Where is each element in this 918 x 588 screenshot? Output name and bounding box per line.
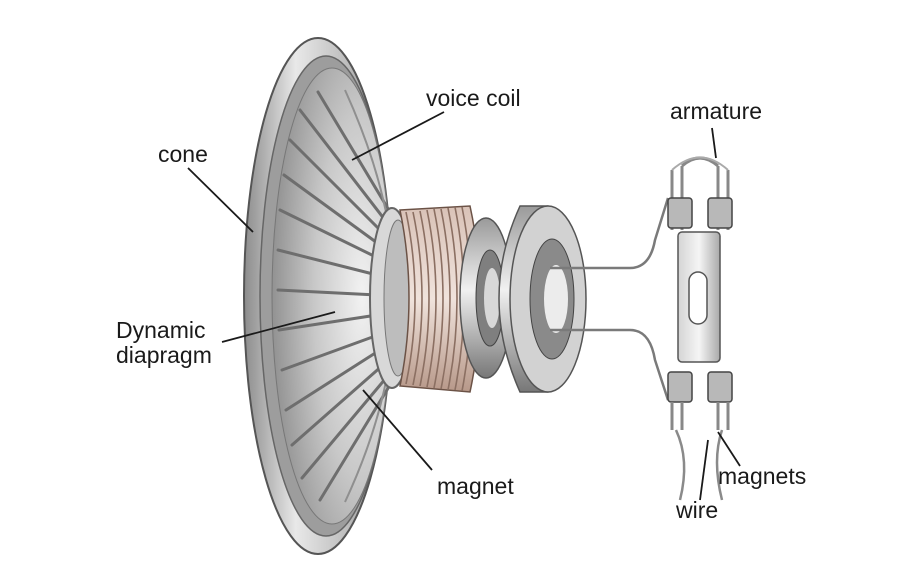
label-voice-coil: voice coil xyxy=(426,85,521,111)
leader-cone xyxy=(187,167,254,233)
cone-ribs xyxy=(276,90,392,502)
inner-ring xyxy=(459,217,513,379)
leader-diaphragm xyxy=(221,311,336,343)
voice-coil-body xyxy=(399,205,481,393)
leader-armature xyxy=(711,127,717,159)
label-armature: armature xyxy=(670,98,763,124)
magnet-disk xyxy=(498,205,587,393)
label-magnet: magnet xyxy=(437,473,514,499)
leader-magnet xyxy=(362,389,433,471)
leader-voice-coil xyxy=(351,111,445,161)
cone-frame xyxy=(243,37,393,555)
label-cone: cone xyxy=(158,141,208,167)
armature-assembly xyxy=(667,156,733,501)
label-dynamic-diaphragm: Dynamic diapragm xyxy=(116,317,212,369)
cone-hub xyxy=(369,207,415,389)
leader-wire xyxy=(699,439,709,501)
connector-wires xyxy=(550,197,670,401)
leader-lines xyxy=(187,111,741,501)
leader-magnets xyxy=(717,431,741,467)
label-wire: wire xyxy=(676,497,719,523)
label-magnets: magnets xyxy=(718,463,807,489)
